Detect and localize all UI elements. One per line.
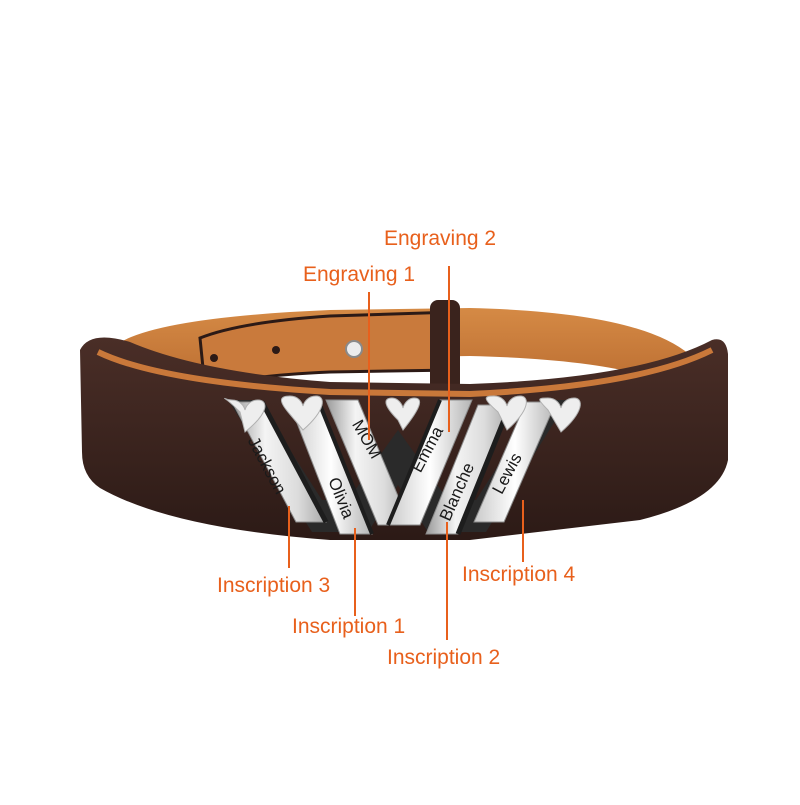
bar-separator — [455, 404, 513, 535]
heart-charm — [485, 395, 527, 431]
pave-hearts — [224, 395, 581, 433]
strap-hole — [272, 346, 280, 354]
heart-charm — [539, 397, 581, 433]
leader-engraving-2 — [448, 266, 450, 432]
callout-engraving-2: Engraving 2 — [384, 227, 497, 250]
leader-inscription-3 — [288, 506, 290, 568]
callout-inscription-1: Inscription 1 — [292, 615, 406, 638]
buckle-rivet — [345, 340, 363, 358]
callout-inscription-2: Inscription 2 — [387, 646, 501, 669]
bar-separator — [318, 404, 374, 535]
leader-inscription-2 — [446, 522, 448, 640]
callout-engraving-1: Engraving 1 — [303, 263, 416, 286]
strap-keeper — [430, 300, 460, 392]
leader-inscription-1 — [354, 528, 356, 616]
heart-charm — [224, 398, 266, 433]
callout-inscription-3: Inscription 3 — [217, 574, 331, 597]
leader-engraving-1 — [368, 292, 370, 440]
heart-charm — [385, 397, 421, 431]
charm-bars — [228, 399, 568, 535]
bar-separator — [386, 399, 442, 526]
leader-inscription-4 — [522, 500, 524, 562]
band-rim — [96, 347, 714, 398]
heart-charm — [281, 395, 323, 431]
callout-inscription-4: Inscription 4 — [462, 563, 576, 586]
bar-separator — [259, 400, 329, 524]
strap-hole — [210, 354, 218, 362]
